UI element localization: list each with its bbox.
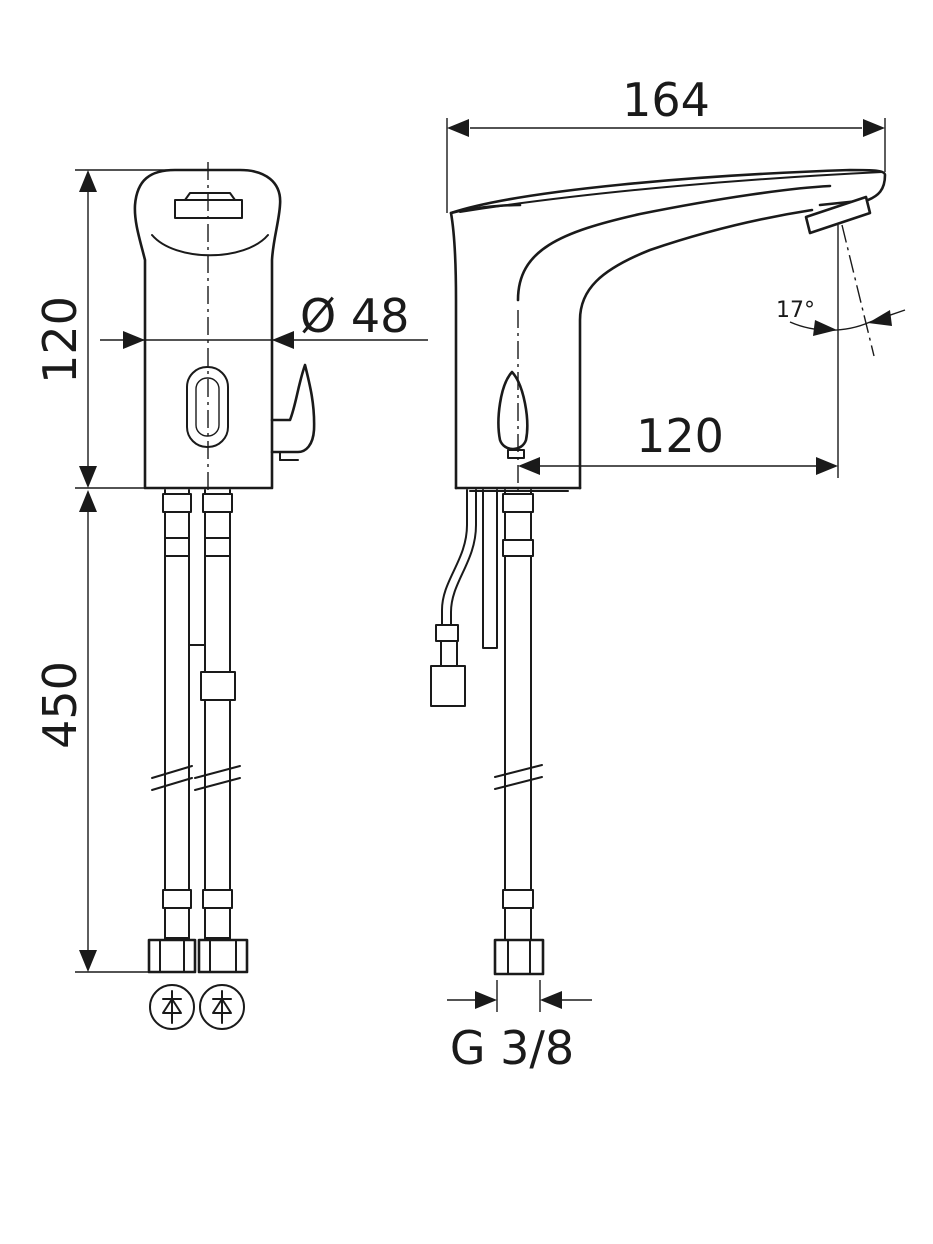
dim-side-reach-label: 120 <box>636 409 724 463</box>
side-sensor <box>497 370 529 451</box>
dim-thread: G 3/8 <box>447 980 592 1075</box>
dim-front-body-height: 120 <box>33 169 190 489</box>
side-aerator <box>804 195 872 235</box>
front-hoses <box>147 489 249 974</box>
dim-thread-label: G 3/8 <box>450 1021 574 1075</box>
dim-front-body-height-label: 120 <box>33 296 87 384</box>
front-lever <box>270 363 316 454</box>
side-body-outline <box>449 168 887 490</box>
dim-diameter: Ø 48 <box>100 289 428 349</box>
side-view: 164 120 17° G 3/8 <box>430 73 906 1075</box>
dim-side-length: 164 <box>446 73 886 213</box>
dim-side-reach: 120 <box>518 225 839 478</box>
dim-angle: 17° <box>776 298 906 336</box>
front-view: 120 450 Ø 48 <box>33 162 428 1030</box>
front-top-aerator <box>174 199 243 219</box>
check-valve-icon <box>199 984 245 1030</box>
dim-angle-label: 17° <box>776 298 815 323</box>
dim-front-hose-length-label: 450 <box>33 661 87 749</box>
check-valve-icon <box>149 984 195 1030</box>
dim-side-length-label: 164 <box>622 73 710 127</box>
dim-front-hose-length: 450 <box>33 490 150 973</box>
side-spout-inner <box>516 184 832 302</box>
front-body-outline <box>133 168 282 490</box>
side-pipes <box>430 489 545 976</box>
dim-diameter-label: Ø 48 <box>300 289 409 343</box>
